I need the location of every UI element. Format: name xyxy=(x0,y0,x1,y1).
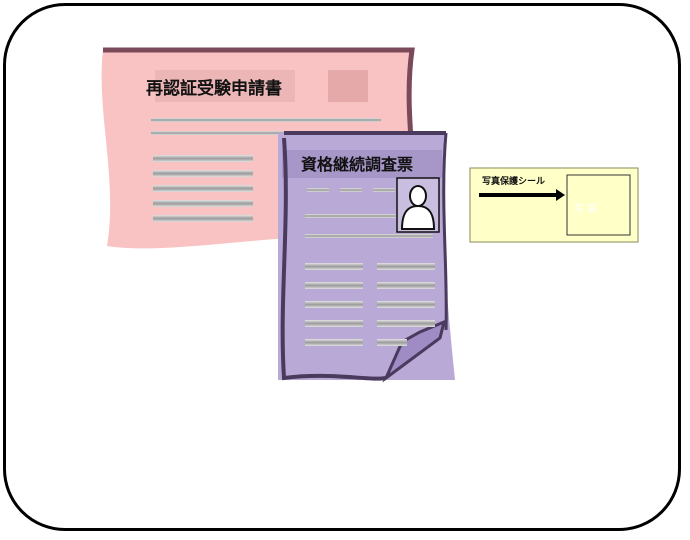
doc2-field xyxy=(305,301,363,308)
doc2-line xyxy=(305,234,433,238)
sticker-body xyxy=(469,167,639,243)
photo-protection-sticker: 写 真 xyxy=(469,167,639,243)
doc2-field xyxy=(377,320,435,327)
sticker-label: 写真保護シール xyxy=(482,177,546,187)
doc2-right-edge xyxy=(442,132,448,331)
doc2-dash xyxy=(307,188,329,192)
doc1-field xyxy=(153,170,253,177)
doc2-field xyxy=(377,301,435,308)
doc2-dash xyxy=(340,188,362,192)
doc1-field xyxy=(153,215,253,222)
qualification-survey-document xyxy=(278,131,455,383)
doc1-line xyxy=(151,118,381,122)
doc2-curl-edge xyxy=(280,131,446,381)
doc2-field xyxy=(305,282,363,289)
doc1-stamp-box xyxy=(328,70,368,102)
doc2-field xyxy=(305,263,363,270)
doc1-field xyxy=(153,155,253,162)
doc1-title: 再認証受験申請書 xyxy=(146,79,282,99)
doc2-field xyxy=(377,282,435,289)
doc1-title-band xyxy=(155,70,295,102)
doc2-field xyxy=(377,339,407,346)
doc2-line xyxy=(305,214,433,218)
person-icon xyxy=(396,177,440,233)
sticker-faint-text: 写 真 xyxy=(574,202,597,215)
doc1-field xyxy=(153,200,253,207)
doc2-title-band xyxy=(282,150,442,178)
doc2-dash xyxy=(373,188,395,192)
doc2-field xyxy=(305,320,363,327)
doc1-field xyxy=(153,185,253,192)
sticker-photo-area xyxy=(566,174,631,236)
doc2-field xyxy=(377,263,435,270)
doc2-title: 資格継続調査票 xyxy=(301,155,414,174)
doc1-line xyxy=(151,131,381,135)
doc2-field xyxy=(305,339,363,346)
right-arrow-icon xyxy=(479,189,565,201)
